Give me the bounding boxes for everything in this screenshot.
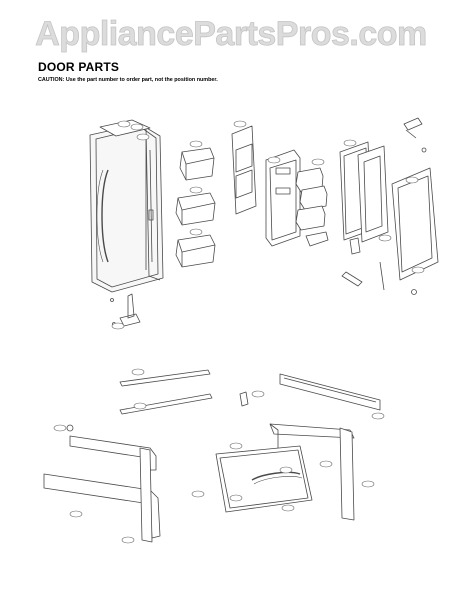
- caution-note: CAUTION: Use the part number to order pa…: [38, 77, 218, 83]
- page-title: DOOR PARTS: [38, 60, 120, 74]
- right-door-panel: [391, 167, 439, 281]
- door-bin-stack-left: [175, 147, 216, 268]
- left-door-assembly: [89, 119, 164, 293]
- watermark-text: AppliancePartsPros.com: [35, 15, 426, 53]
- left-drawer-slide: [43, 424, 161, 543]
- hinge-parts: [110, 117, 427, 327]
- door-bin-stack-right: [295, 167, 329, 247]
- upper-slide-rail: [279, 373, 381, 411]
- inner-door-panel: [231, 125, 257, 215]
- freezer-drawer-front: [215, 445, 313, 513]
- watermark-logo: AppliancePartsPros.com: [0, 0, 463, 56]
- door-inner-liner: [357, 145, 389, 243]
- door-liner-frame: [265, 149, 301, 247]
- part-callouts: [53, 120, 425, 544]
